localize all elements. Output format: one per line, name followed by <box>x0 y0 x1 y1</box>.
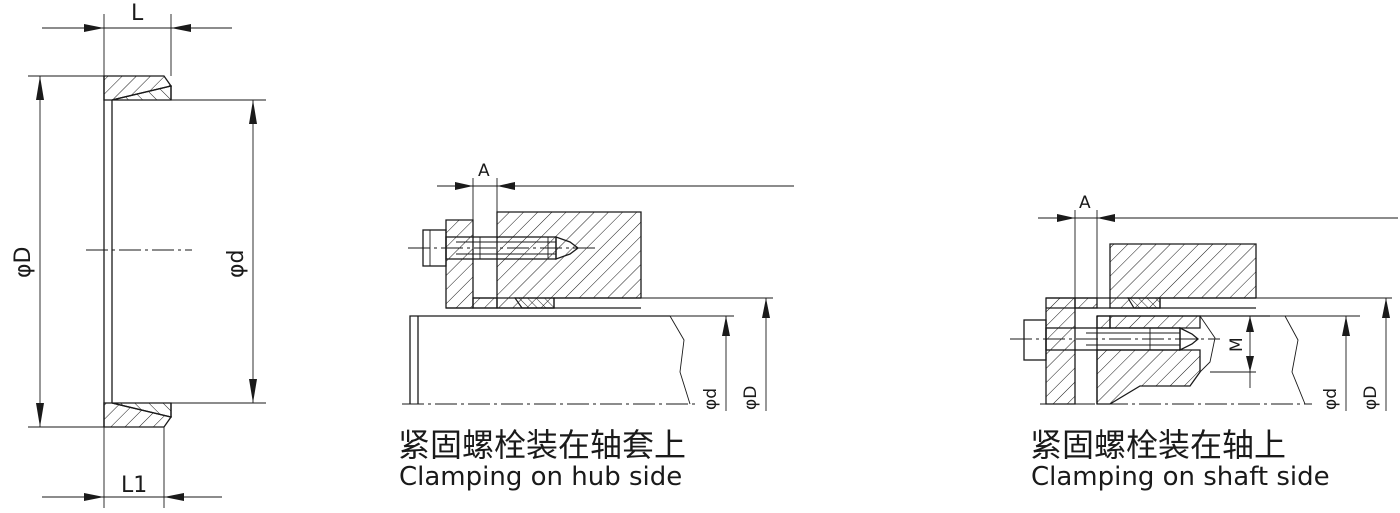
label-L: L <box>131 1 144 26</box>
caption-shaft-cn: 紧固螺栓装在轴上 <box>1030 426 1287 464</box>
label-A-shaft: A <box>1079 193 1091 213</box>
hub-side-view: A φd φD <box>402 161 794 411</box>
caption-hub-en: Clamping on hub side <box>399 462 683 492</box>
label-phi-D: φD <box>11 247 36 278</box>
label-L1: L1 <box>121 473 147 498</box>
label-phi-D-hub: φD <box>741 386 761 410</box>
label-phi-d-hub: φd <box>701 388 721 410</box>
label-phi-D-shaft: φD <box>1361 386 1381 410</box>
shaft-side-view: A M <box>1010 193 1398 411</box>
caption-hub-cn: 紧固螺栓装在轴套上 <box>398 426 687 464</box>
caption-shaft-en: Clamping on shaft side <box>1031 462 1330 492</box>
label-phi-d-shaft: φd <box>1321 388 1341 410</box>
label-M: M <box>1227 337 1247 352</box>
label-A-hub: A <box>478 161 490 181</box>
ring-section-view: L L1 φD φd <box>11 1 266 508</box>
label-phi-d: φd <box>224 250 249 278</box>
